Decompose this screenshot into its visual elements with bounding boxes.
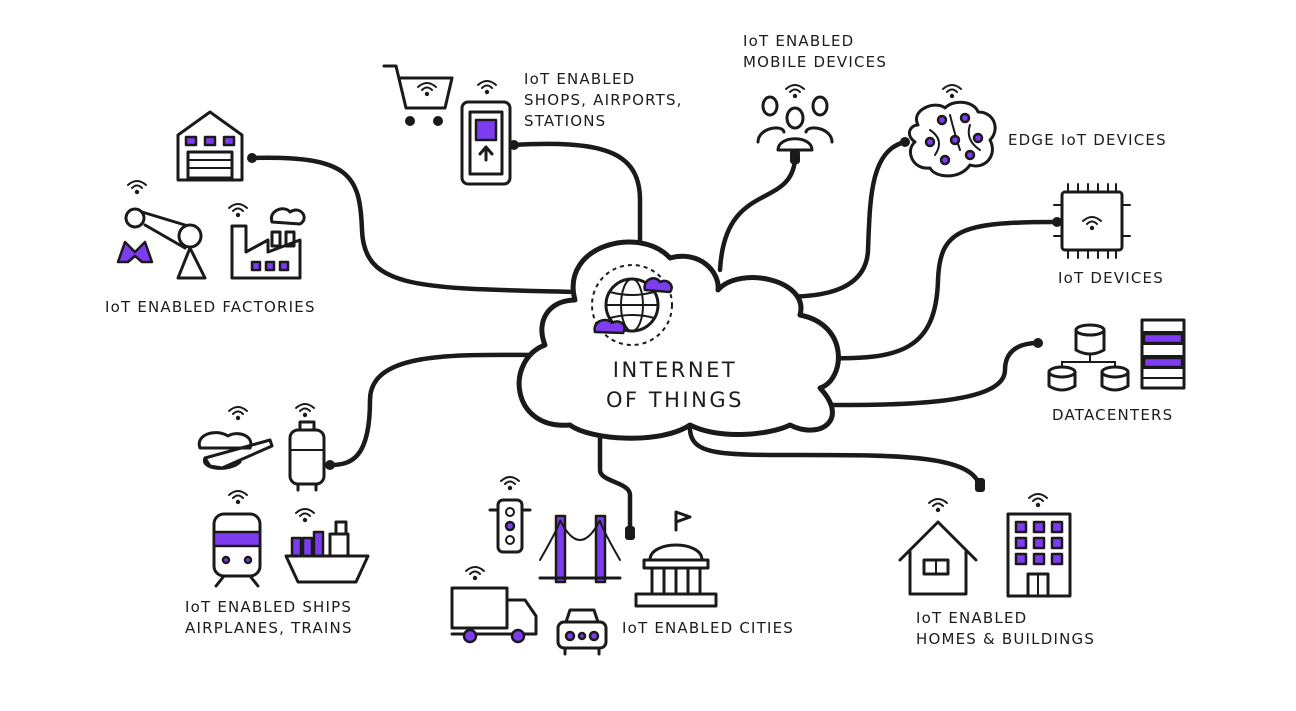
connector-lines xyxy=(247,139,1058,538)
cloud-icon xyxy=(516,239,841,441)
label-ships: IoT ENABLED SHIPS AIRPLANES, TRAINS xyxy=(185,597,353,639)
airplane-icon xyxy=(197,431,274,470)
center-title-line2: OF THINGS xyxy=(606,388,744,412)
traffic-light-icon xyxy=(488,498,532,554)
bridge-icon xyxy=(538,514,622,584)
train-icon xyxy=(212,512,262,588)
robot-arm-icon xyxy=(116,207,207,280)
server-rack-icon xyxy=(1140,318,1186,390)
truck-icon xyxy=(450,586,538,644)
shopping-cart-icon xyxy=(382,64,454,126)
label-ships-line1: IoT ENABLED SHIPS xyxy=(185,598,353,616)
luggage-icon xyxy=(288,420,326,492)
label-shops-line3: STATIONS xyxy=(524,112,607,130)
city-hall-icon xyxy=(634,510,718,608)
label-shops-line1: IoT ENABLED xyxy=(524,70,636,88)
label-shops-line2: SHOPS, AIRPORTS, xyxy=(524,91,683,109)
label-iot-devices: IoT DEVICES xyxy=(1058,269,1164,287)
office-building-icon xyxy=(1006,512,1072,598)
label-mobile-line2: MOBILE DEVICES xyxy=(743,53,888,71)
center-title-line1: INTERNET xyxy=(612,358,738,382)
brain-icon xyxy=(907,100,997,178)
label-cities: IoT ENABLED CITIES xyxy=(622,619,795,637)
label-datacenters: DATACENTERS xyxy=(1052,406,1174,424)
chip-icon xyxy=(1053,183,1131,259)
car-icon xyxy=(556,608,608,656)
label-mobile-line1: IoT ENABLED xyxy=(743,32,855,50)
ship-icon xyxy=(284,520,370,584)
label-homes-line1: IoT ENABLED xyxy=(916,609,1028,627)
factory-icon xyxy=(230,207,306,280)
database-icon xyxy=(1047,323,1130,392)
people-icon xyxy=(756,84,834,152)
label-edge: EDGE IoT DEVICES xyxy=(1008,131,1167,149)
label-homes-line2: HOMES & BUILDINGS xyxy=(916,630,1096,648)
center-title: INTERNET OF THINGS xyxy=(560,355,790,415)
warehouse-icon xyxy=(176,110,244,182)
house-icon xyxy=(898,520,978,596)
globe-icon xyxy=(591,264,673,346)
tablet-icon xyxy=(460,100,512,186)
label-homes: IoT ENABLED HOMES & BUILDINGS xyxy=(916,608,1095,650)
label-ships-line2: AIRPLANES, TRAINS xyxy=(185,619,353,637)
label-mobile: IoT ENABLED MOBILE DEVICES xyxy=(743,31,887,73)
label-shops: IoT ENABLED SHOPS, AIRPORTS, STATIONS xyxy=(524,69,683,132)
label-factories: IoT ENABLED FACTORIES xyxy=(105,298,316,316)
